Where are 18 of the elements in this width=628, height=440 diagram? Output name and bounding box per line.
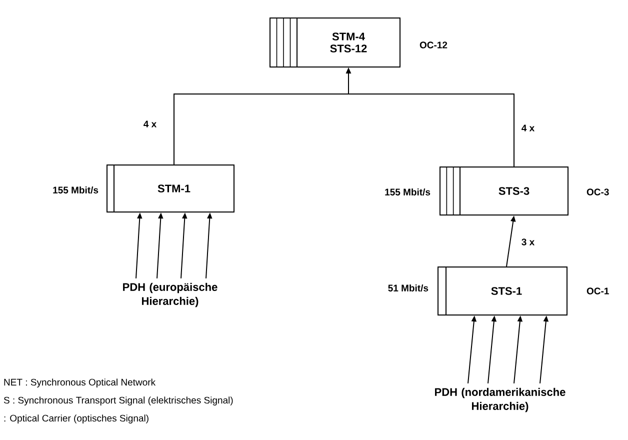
edge-label: 4 x [144, 120, 157, 128]
edge-label: 4 x [522, 124, 535, 132]
note-text: : Optical Carrier (optisches Signal) [4, 414, 148, 424]
note-text: S : Synchronous Transport Signal (elektrisches Signal) [4, 396, 233, 406]
rate-label: OC-1 [586, 288, 609, 294]
rate-label: 51 Mbit/s [388, 284, 428, 292]
signal-box: STS-3 [440, 166, 568, 216]
edge-label: 3 x [522, 238, 535, 246]
signal-box: STS-1 [438, 266, 568, 316]
source-label: PDH (europäische Hierarchie) [123, 282, 218, 308]
signal-box: STM-4 STS-12 [270, 18, 400, 68]
signal-box: STM-1 [106, 164, 234, 212]
rate-label: 155 Mbit/s [385, 188, 430, 196]
rate-label: OC-3 [586, 188, 609, 196]
note-text: NET : Synchronous Optical Network [4, 378, 156, 388]
rate-label: OC-12 [420, 42, 448, 48]
source-label: PDH (nordamerikanische Hierarchie) [435, 388, 566, 412]
rate-label: 155 Mbit/s [53, 186, 98, 194]
